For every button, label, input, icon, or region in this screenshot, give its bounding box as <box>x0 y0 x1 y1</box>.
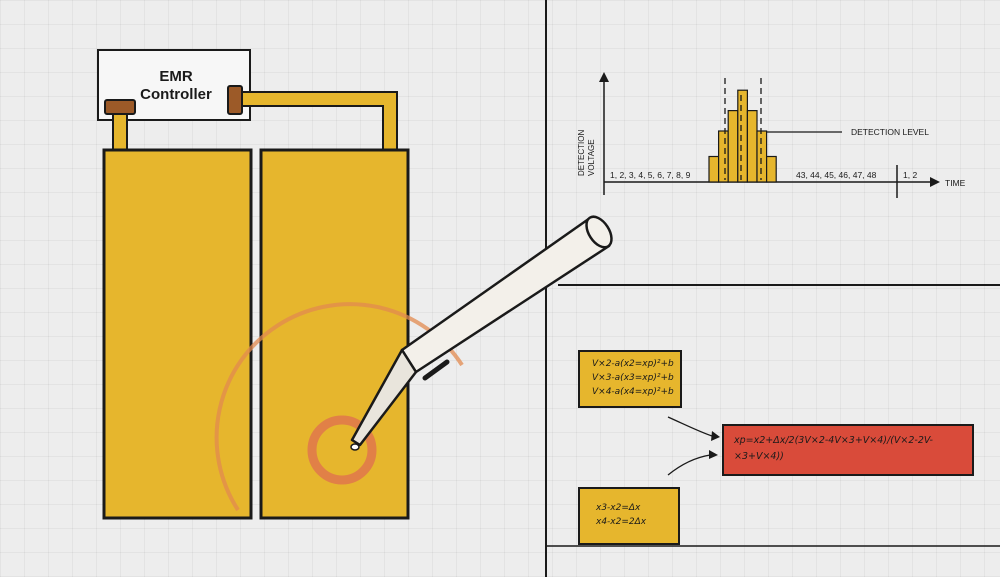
arrow-deltas-head <box>709 450 718 459</box>
chart-bar-1 <box>708 155 720 183</box>
sensor-panel-right <box>259 148 410 520</box>
chart-bar-5 <box>746 109 758 183</box>
chart-bar-4 <box>737 89 748 183</box>
right-wire <box>239 91 398 151</box>
chart-bar-2 <box>717 130 729 183</box>
arrow-equations <box>667 416 713 437</box>
result-formula-box: xp=x2+Δx/2(3V×2-4V×3+V×4)/(V×2-2V- ×3+V×… <box>722 424 974 476</box>
chart-bar-3 <box>727 109 739 183</box>
arrow-equations-head <box>711 431 720 441</box>
y-axis-label-line2: VOLTAGE <box>587 139 596 176</box>
delta-line: x4-x2=2Δx <box>596 517 647 527</box>
y-axis-label-line1: DETECTION <box>577 130 586 176</box>
stylus-pen <box>350 215 613 451</box>
equation-line: V×2-a(x2=xp)²+b <box>592 359 674 369</box>
tick-labels-left: 1, 2, 3, 4, 5, 6, 7, 8, 9 <box>610 170 691 180</box>
x-axis-arrow <box>930 177 940 187</box>
equation-line: V×4-a(x4=xp)²+b <box>592 387 674 397</box>
chart-bar-6 <box>756 130 768 183</box>
sensor-panel-left <box>102 148 253 520</box>
left-wire <box>112 111 128 151</box>
delta-line: x3-x2=Δx <box>596 503 641 513</box>
controller-label-line1: EMR <box>159 68 193 85</box>
right-connector <box>227 85 243 115</box>
controller-label-line2: Controller <box>140 86 212 103</box>
detection-level-label: DETECTION LEVEL <box>851 127 929 137</box>
delta-box: x3-x2=Δx x4-x2=2Δx <box>578 487 680 545</box>
tick-labels-end: 1, 2 <box>903 170 917 180</box>
detection-voltage-chart: DETECTION VOLTAGE 1, 2, 3, 4, 5, 6, 7, 8… <box>577 72 966 198</box>
y-axis-arrow <box>599 72 609 82</box>
tick-labels-right: 43, 44, 45, 46, 47, 48 <box>796 170 877 180</box>
left-connector <box>104 99 136 115</box>
field-ring-outer <box>214 302 464 512</box>
equation-line: V×3-a(x3=xp)²+b <box>592 373 674 383</box>
field-ring-inner <box>307 415 377 485</box>
x-axis-label: TIME <box>945 178 966 188</box>
equations-box: V×2-a(x2=xp)²+b V×3-a(x3=xp)²+b V×4-a(x4… <box>578 350 682 408</box>
arrow-deltas <box>667 454 711 476</box>
result-line1: xp=x2+Δx/2(3V×2-4V×3+V×4)/(V×2-2V- <box>734 435 933 446</box>
result-line2: ×3+V×4)) <box>734 451 784 462</box>
chart-bar-7 <box>765 155 777 183</box>
